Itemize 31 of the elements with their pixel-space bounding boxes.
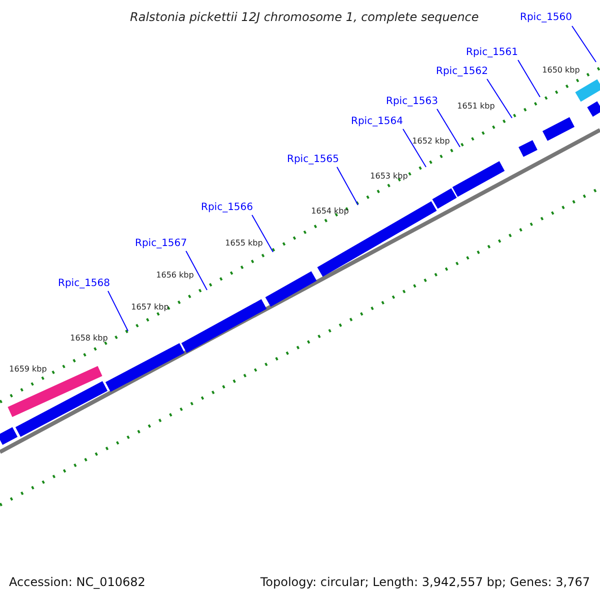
gene-label: Rpic_1561 bbox=[466, 47, 518, 58]
leader-line bbox=[436, 108, 460, 148]
gene-label: Rpic_1560 bbox=[520, 12, 572, 23]
gene-label: Rpic_1566 bbox=[201, 202, 254, 213]
gene-label: Rpic_1562 bbox=[436, 66, 488, 77]
scale-label: 1650 kbp bbox=[542, 66, 580, 74]
scale-label: 1652 kbp bbox=[412, 136, 450, 146]
title: Ralstonia pickettii 12J chromosome 1, complete sequence bbox=[130, 10, 479, 24]
scale-label: 1651 kbp bbox=[457, 102, 495, 110]
gene-label: Rpic_1565 bbox=[287, 154, 340, 165]
leader-line bbox=[486, 78, 512, 118]
leader-line bbox=[336, 166, 358, 206]
gene-label: Rpic_1567 bbox=[135, 238, 188, 249]
leader-line bbox=[252, 214, 274, 252]
gene-label: Rpic_1563 bbox=[386, 96, 438, 107]
scale-label: 1658 kbp bbox=[70, 334, 108, 342]
gene-label: Rpic_1564 bbox=[351, 116, 404, 127]
leader-line bbox=[402, 128, 426, 168]
gene-label: Rpic_1568 bbox=[58, 278, 110, 289]
scale-label: 1656 kbp bbox=[156, 270, 194, 280]
leader-line bbox=[518, 60, 540, 98]
leader-line bbox=[108, 290, 128, 332]
scale-label: 1654 kbp bbox=[311, 206, 349, 216]
summary-text: Topology: circular; Length: 3,942,557 bp; Genes: 3,767 bbox=[260, 575, 590, 589]
leader-line bbox=[572, 26, 596, 62]
scale-label: 1653 kbp bbox=[370, 172, 408, 180]
scale-label: 1655 kbp bbox=[225, 238, 263, 248]
scale-label: 1659 kbp bbox=[9, 364, 47, 374]
leader-line bbox=[186, 250, 208, 290]
scale-label: 1657 kbp bbox=[131, 302, 169, 312]
accession-text: Accession: NC_010682 bbox=[9, 575, 146, 589]
